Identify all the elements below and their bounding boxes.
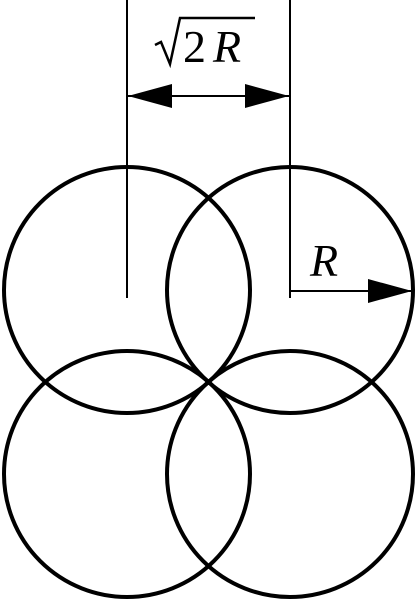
circle-bottom-right bbox=[165, 349, 415, 599]
radius-label: R bbox=[309, 235, 338, 286]
radius-dimension-arrow bbox=[290, 279, 412, 303]
sqrt-symbol bbox=[154, 16, 255, 69]
spacing-label: 2 R bbox=[154, 16, 255, 72]
spacing-variable: R bbox=[212, 21, 241, 72]
arrowhead-radius bbox=[368, 279, 412, 303]
arrowhead-left bbox=[128, 84, 172, 108]
circle-bottom-left bbox=[2, 349, 252, 599]
arrowhead-right bbox=[245, 84, 289, 108]
spacing-coefficient: 2 bbox=[183, 21, 206, 72]
spacing-dimension-arrow bbox=[128, 84, 289, 108]
